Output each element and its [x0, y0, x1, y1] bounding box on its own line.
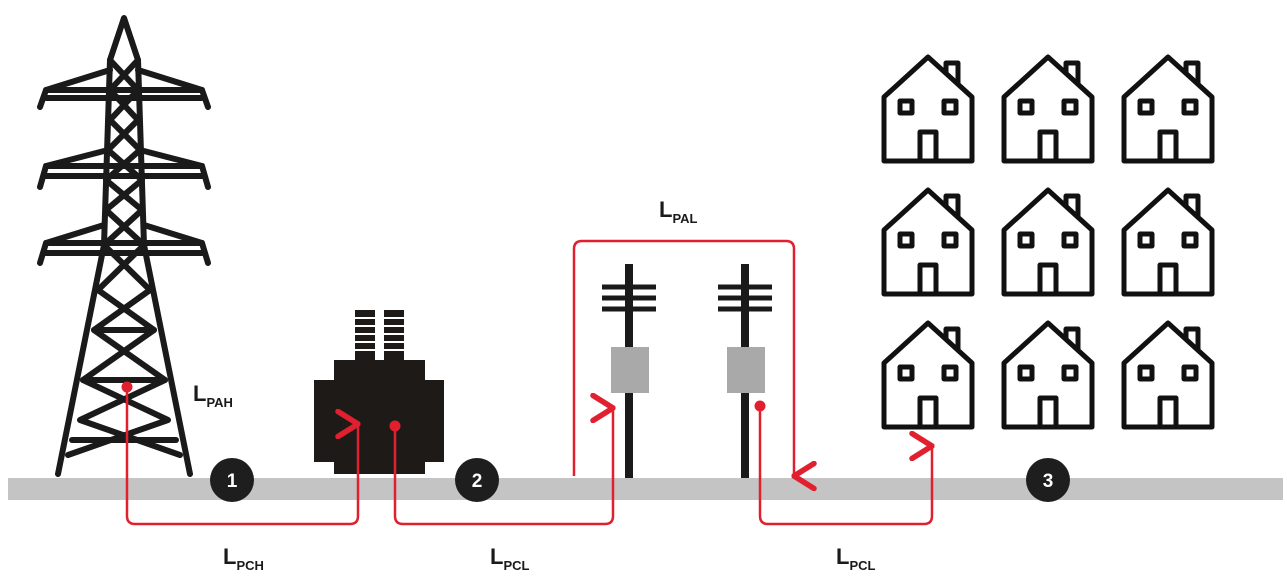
label-l-pah-main: L [193, 381, 206, 406]
substation-transformer-icon [314, 310, 444, 474]
utility-pole-icon [602, 264, 656, 478]
pole-transformer-icon [727, 347, 765, 393]
label-l-pcl-right-main: L [836, 544, 849, 569]
transmission-tower-icon [37, 15, 211, 477]
path-start-dot [754, 400, 766, 412]
label-l-pch-sub: PCH [236, 558, 263, 573]
loss-path-pcl-right [758, 406, 932, 526]
pole-transformer-icon [611, 347, 649, 393]
label-l-pcl-right: LPCL [836, 544, 876, 573]
badge-1: 1 [210, 458, 254, 502]
label-l-pal-sub: PAL [672, 211, 697, 226]
badge-3: 3 [1026, 458, 1070, 502]
house-icon [881, 187, 975, 297]
house-icon [1121, 187, 1215, 297]
label-l-pal-main: L [659, 197, 672, 222]
utility-pole-icon [718, 264, 772, 478]
label-l-pah-sub: PAH [206, 395, 232, 410]
label-l-pcl-mid-main: L [490, 544, 503, 569]
badge-3-number: 3 [1043, 471, 1054, 492]
path-start-dot [389, 420, 401, 432]
badge-2: 2 [455, 458, 499, 502]
badge-1-number: 1 [227, 471, 238, 492]
house-icon [881, 54, 975, 164]
loss-path-pcl-mid [393, 408, 613, 526]
house-icon [1001, 187, 1095, 297]
path-start-dot [121, 381, 133, 393]
house-icon [881, 320, 975, 430]
label-l-pal: LPAL [659, 197, 698, 226]
badge-2-number: 2 [472, 471, 483, 492]
ground-line [8, 478, 1283, 500]
label-l-pcl-mid: LPCL [490, 544, 530, 573]
label-l-pah: LPAH [193, 381, 233, 410]
loss-path-pal [572, 239, 794, 476]
label-l-pch: LPCH [223, 544, 264, 573]
label-l-pch-main: L [223, 544, 236, 569]
loss-paths [125, 239, 932, 526]
houses-grid [881, 54, 1215, 430]
house-icon [1001, 320, 1095, 430]
loss-path-pch [125, 387, 358, 526]
house-icon [1121, 54, 1215, 164]
label-l-pcl-right-sub: PCL [849, 558, 875, 573]
label-l-pcl-mid-sub: PCL [503, 558, 529, 573]
house-icon [1121, 320, 1215, 430]
house-icon [1001, 54, 1095, 164]
